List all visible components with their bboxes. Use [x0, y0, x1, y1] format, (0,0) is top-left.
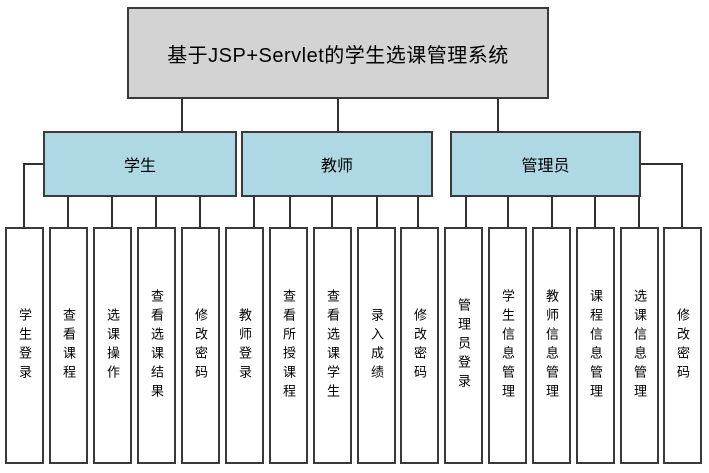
connector-line [111, 197, 113, 227]
node-admin-label: 管理员 [521, 158, 570, 175]
connector-line [507, 197, 509, 227]
leaf-teacher-login: 教师登录 [225, 227, 264, 464]
leaf-view-enrolled-students: 查看选课学生 [313, 227, 352, 464]
connector-line [641, 163, 682, 165]
leaf-admin-login: 管理员登录 [444, 227, 483, 464]
connector-line [376, 197, 378, 227]
node-admin: 管理员 [450, 131, 641, 197]
connector-line [253, 197, 255, 227]
leaf-view-courses: 查看课程 [49, 227, 88, 464]
connector-line [497, 99, 499, 131]
connector-line [289, 197, 291, 227]
leaf-student-info-management: 学生信息管理 [488, 227, 527, 464]
system-title-label: 基于JSP+Servlet的学生选课管理系统 [167, 44, 509, 67]
leaf-view-selection-results: 查看选课结果 [137, 227, 176, 464]
connector-line [23, 163, 25, 227]
leaf-view-taught-courses: 查看所授课程 [269, 227, 308, 464]
connector-line [417, 197, 419, 227]
leaf-course-info-management: 课程信息管理 [576, 227, 615, 464]
connector-line [337, 99, 339, 131]
leaf-enrollment-info-management: 选课信息管理 [620, 227, 659, 464]
leaf-student-login: 学生登录 [5, 227, 44, 464]
node-teacher: 教师 [241, 131, 433, 197]
leaf-course-selection: 选课操作 [93, 227, 132, 464]
connector-line [155, 197, 157, 227]
leaf-change-password-admin: 修改密码 [663, 227, 702, 464]
connector-line [181, 99, 183, 131]
connector-line [465, 197, 467, 227]
leaf-change-password-student: 修改密码 [181, 227, 220, 464]
connector-line [331, 197, 333, 227]
connector-line [594, 197, 596, 227]
node-student: 学生 [43, 131, 237, 197]
connector-line [199, 197, 201, 227]
leaf-change-password-teacher: 修改密码 [400, 227, 439, 464]
connector-line [551, 197, 553, 227]
connector-line [67, 197, 69, 227]
connector-line [638, 197, 640, 227]
node-teacher-label: 教师 [320, 158, 353, 175]
leaf-teacher-info-management: 教师信息管理 [532, 227, 571, 464]
connector-line [681, 163, 683, 227]
root-node-system-title: 基于JSP+Servlet的学生选课管理系统 [127, 7, 549, 99]
node-student-label: 学生 [123, 158, 156, 175]
connector-line [24, 163, 43, 165]
leaf-enter-grades: 录入成绩 [357, 227, 396, 464]
